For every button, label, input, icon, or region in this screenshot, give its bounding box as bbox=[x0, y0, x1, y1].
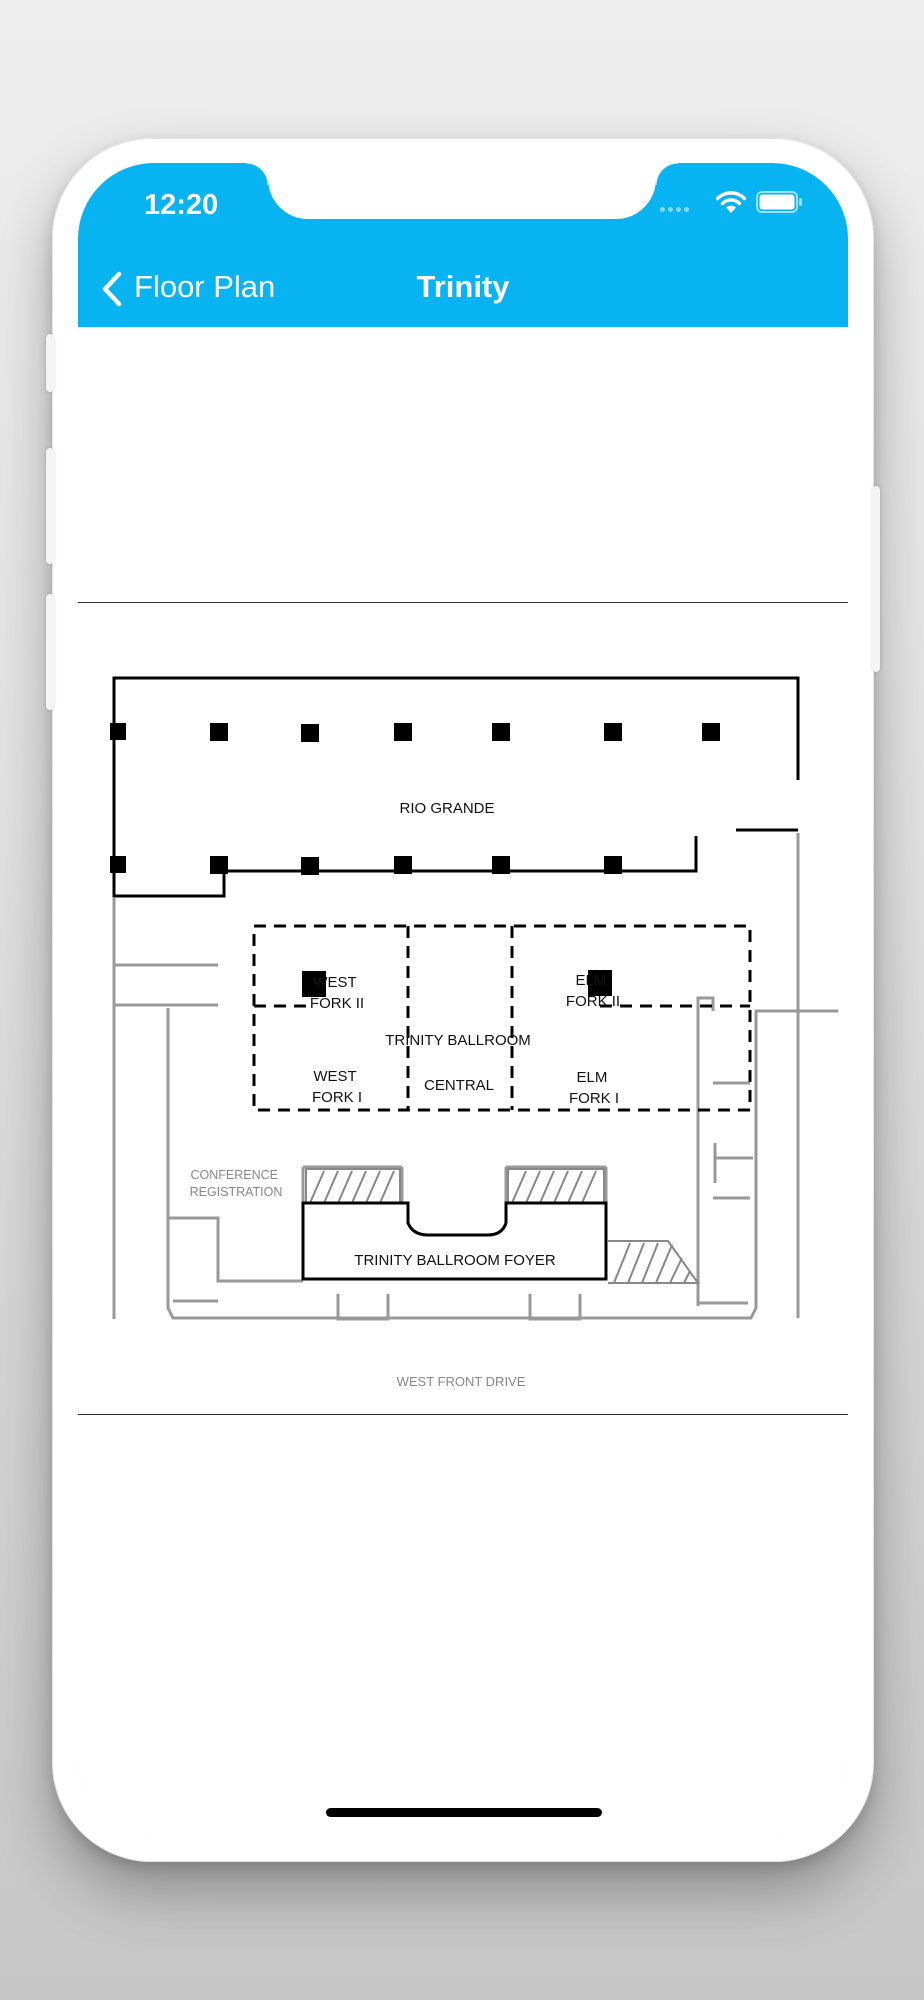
columns bbox=[110, 723, 720, 997]
app-screen: 12:20 Floor Plan Trinity bbox=[78, 163, 848, 1835]
west-fork-ii-label: WEST FORK II bbox=[310, 974, 364, 1012]
west-fork-i-label: WEST FORK I bbox=[312, 1068, 362, 1106]
battery-icon bbox=[756, 191, 802, 213]
status-icons bbox=[660, 189, 810, 219]
central-label: CENTRAL bbox=[424, 1077, 494, 1094]
volume-up-button bbox=[46, 448, 54, 564]
device-notch bbox=[246, 163, 678, 219]
ballroom-foyer bbox=[301, 1201, 608, 1281]
floor-plan-drawing: RIO GRANDE WEST FORK II WEST FORK I TRIN… bbox=[110, 676, 838, 1389]
status-time: 12:20 bbox=[144, 189, 219, 221]
back-button-label: Floor Plan bbox=[134, 269, 276, 304]
trinity-ballroom-label: TRINITY BALLROOM bbox=[385, 1032, 531, 1049]
home-indicator[interactable] bbox=[326, 1808, 602, 1817]
street-label: WEST FRONT DRIVE bbox=[397, 1374, 526, 1389]
trinity-ballroom bbox=[252, 924, 752, 1112]
signal-icon bbox=[660, 199, 700, 212]
conference-registration-label: CONFERENCE REGISTRATION bbox=[190, 1168, 283, 1199]
floor-plan-image[interactable]: RIO GRANDE WEST FORK II WEST FORK I TRIN… bbox=[78, 602, 848, 1415]
elm-fork-i-label: ELM FORK I bbox=[569, 1069, 619, 1107]
elm-fork-ii-label: ELM FORK II bbox=[566, 972, 620, 1010]
navigation-bar: 12:20 Floor Plan Trinity bbox=[78, 163, 848, 327]
power-button bbox=[872, 486, 880, 672]
page-title: Trinity bbox=[416, 269, 510, 304]
back-button[interactable]: Floor Plan bbox=[100, 263, 300, 311]
wifi-icon bbox=[715, 191, 747, 213]
rio-grande-label: RIO GRANDE bbox=[399, 800, 494, 817]
content-area: RIO GRANDE WEST FORK II WEST FORK I TRIN… bbox=[78, 327, 848, 1835]
chevron-left-icon bbox=[102, 271, 122, 307]
corridor-walls bbox=[112, 833, 838, 1321]
foyer-label: TRINITY BALLROOM FOYER bbox=[354, 1252, 556, 1269]
silent-switch bbox=[46, 334, 54, 392]
volume-down-button bbox=[46, 594, 54, 710]
